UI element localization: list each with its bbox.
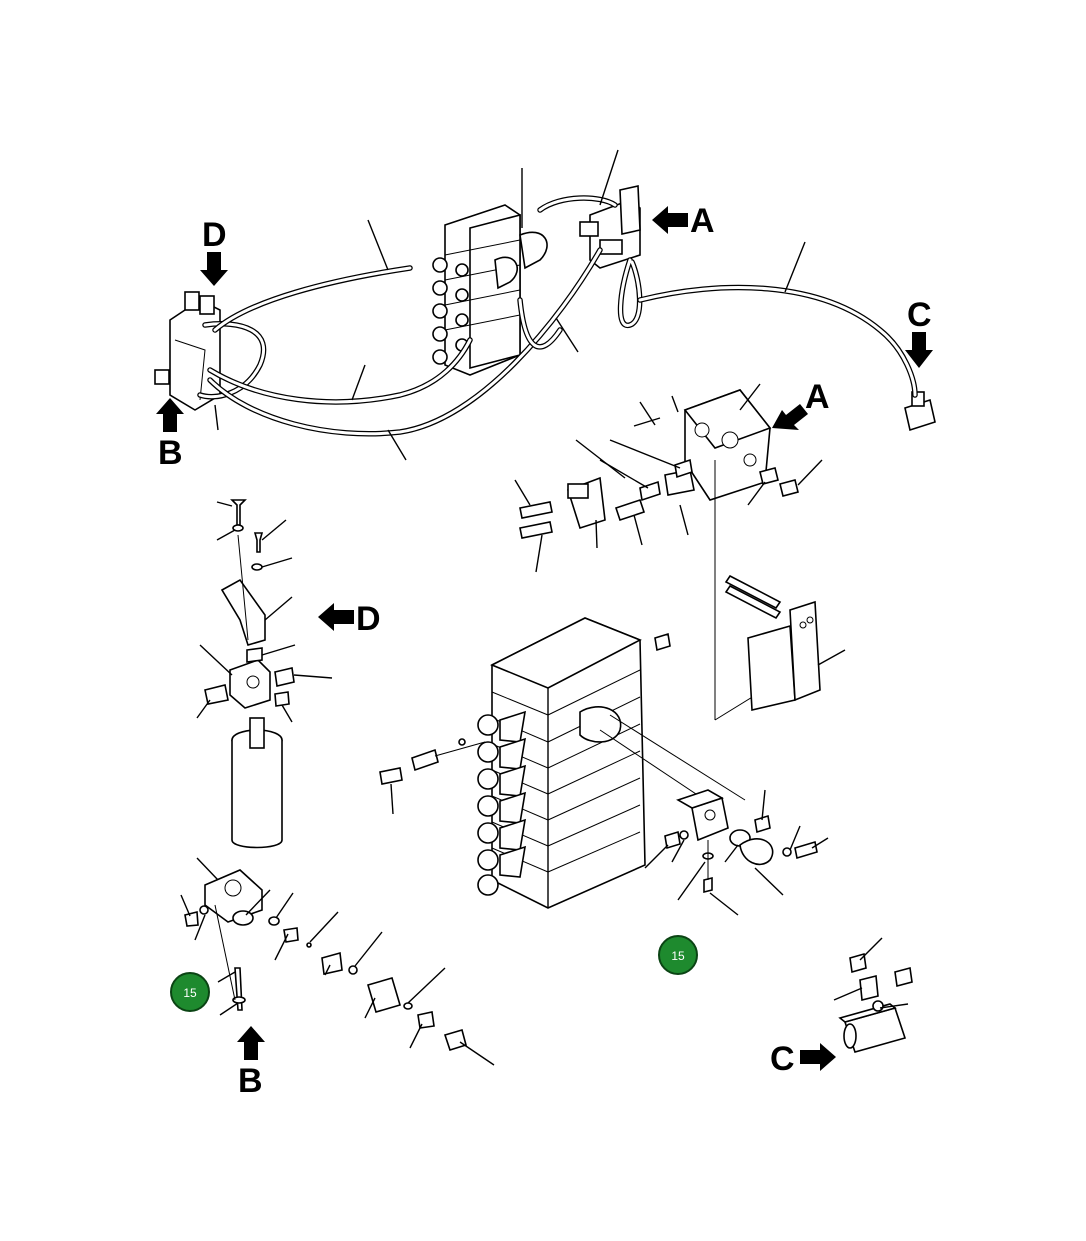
callout-arrows bbox=[156, 206, 933, 1071]
green-circle-badge-icon bbox=[170, 972, 210, 1012]
view-label-c-top: C bbox=[907, 296, 932, 334]
detail-b-leader-lines bbox=[180, 857, 495, 1066]
top-leader-lines bbox=[214, 149, 806, 461]
reference-badge-left[interactable]: 15 bbox=[170, 972, 210, 1012]
detail-c bbox=[833, 937, 913, 1053]
detail-c-leader-lines bbox=[833, 937, 909, 1009]
detail-d-leader-lines bbox=[196, 501, 333, 723]
top-valve-spools bbox=[432, 257, 469, 365]
flange-block bbox=[644, 789, 829, 916]
view-label-c-detail: C bbox=[770, 1040, 795, 1078]
detail-d bbox=[196, 499, 333, 849]
top-hoses bbox=[197, 195, 918, 437]
arrow-a-detail-icon bbox=[772, 404, 808, 430]
badge-label-left: 15 bbox=[183, 986, 197, 1000]
reference-badge-right[interactable]: 15 bbox=[658, 935, 698, 975]
top-block-c bbox=[904, 391, 936, 432]
bracket bbox=[724, 574, 846, 711]
arrow-d-detail-icon bbox=[318, 603, 354, 631]
view-label-b-detail: B bbox=[238, 1062, 263, 1100]
view-label-a-top: A bbox=[690, 202, 715, 240]
top-valve-stack bbox=[432, 204, 548, 376]
arrow-a-top-icon bbox=[652, 206, 688, 234]
arrow-c-detail-icon bbox=[800, 1043, 836, 1071]
green-circle-badge-icon bbox=[658, 935, 698, 975]
arrow-b-top-icon bbox=[156, 398, 184, 432]
main-valve-stack bbox=[379, 617, 746, 909]
view-labels: A D B C A D B C bbox=[158, 202, 932, 1100]
view-label-b-top: B bbox=[158, 434, 183, 472]
main-valve-spools bbox=[477, 710, 527, 896]
flange-leader-lines bbox=[644, 789, 829, 916]
top-block-d bbox=[154, 291, 221, 411]
view-label-a-detail: A bbox=[805, 378, 830, 416]
filter-canister bbox=[231, 717, 283, 849]
detail-b bbox=[180, 857, 495, 1066]
view-label-d-top: D bbox=[202, 216, 227, 254]
detail-a-leader-lines bbox=[514, 383, 823, 573]
top-assembly bbox=[154, 149, 936, 461]
view-label-d-detail: D bbox=[356, 600, 381, 638]
arrow-c-top-icon bbox=[905, 332, 933, 368]
badge-label-right: 15 bbox=[671, 949, 685, 963]
arrow-b-detail-icon bbox=[237, 1026, 265, 1060]
arrow-d-top-icon bbox=[200, 252, 228, 286]
detail-a bbox=[514, 383, 823, 721]
